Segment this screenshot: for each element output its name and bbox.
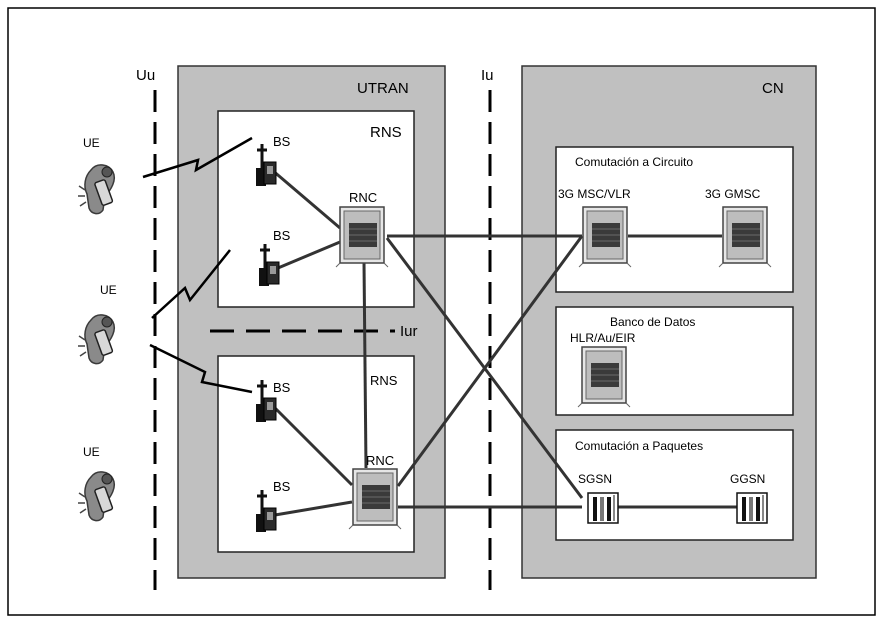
- gmsc-switch-icon: [718, 206, 772, 268]
- circuit-title: Comutación a Circuito: [575, 155, 693, 169]
- sgsn-label: SGSN: [578, 472, 612, 486]
- bs-label: BS: [273, 134, 291, 149]
- radio-link-1: [142, 136, 253, 179]
- radio-link-2: [151, 249, 231, 319]
- utran-title: UTRAN: [357, 80, 409, 97]
- cn-title: CN: [762, 80, 784, 97]
- rnc-switch-icon: [335, 206, 389, 268]
- bs-label: BS: [273, 228, 291, 243]
- msc-label: 3G MSC/VLR: [558, 187, 631, 201]
- bs-label: BS: [273, 479, 291, 494]
- uu-label: Uu: [136, 67, 155, 84]
- ue-label: UE: [83, 445, 100, 459]
- link-bs3-rnc2: [268, 401, 354, 487]
- link-bs1-rnc1: [271, 168, 341, 230]
- rnc-top-label: RNC: [349, 190, 377, 205]
- hlr-label: HLR/Au/EIR: [570, 331, 636, 345]
- connections: [268, 168, 738, 517]
- ggsn-router-icon: [736, 492, 768, 524]
- hlr-switch-icon: [577, 346, 631, 408]
- bs-label: BS: [273, 380, 291, 395]
- rnc-bottom-label: RNC: [366, 453, 394, 468]
- ue-label: UE: [100, 283, 117, 297]
- rns-top-label: RNS: [370, 124, 402, 141]
- iu-label: Iu: [481, 67, 494, 84]
- ue-label: UE: [83, 136, 100, 150]
- link-bs4-rnc2: [274, 500, 353, 517]
- iur-label: Iur: [400, 323, 418, 340]
- gmsc-label: 3G GMSC: [705, 187, 761, 201]
- rnc-switch-icon: [348, 468, 402, 530]
- radio-link-3: [149, 343, 253, 394]
- link-rnc1-rnc2: [362, 261, 368, 469]
- packet-title: Comutación a Paquetes: [575, 439, 703, 453]
- radio-links: [142, 136, 253, 394]
- database-title: Banco de Datos: [610, 315, 695, 329]
- link-bs2-rnc1: [277, 240, 341, 270]
- ggsn-label: GGSN: [730, 472, 765, 486]
- rns-bottom-label: RNS: [370, 373, 398, 388]
- link-rnc2-msc: [396, 235, 584, 487]
- sgsn-router-icon: [587, 492, 619, 524]
- msc-switch-icon: [578, 206, 632, 268]
